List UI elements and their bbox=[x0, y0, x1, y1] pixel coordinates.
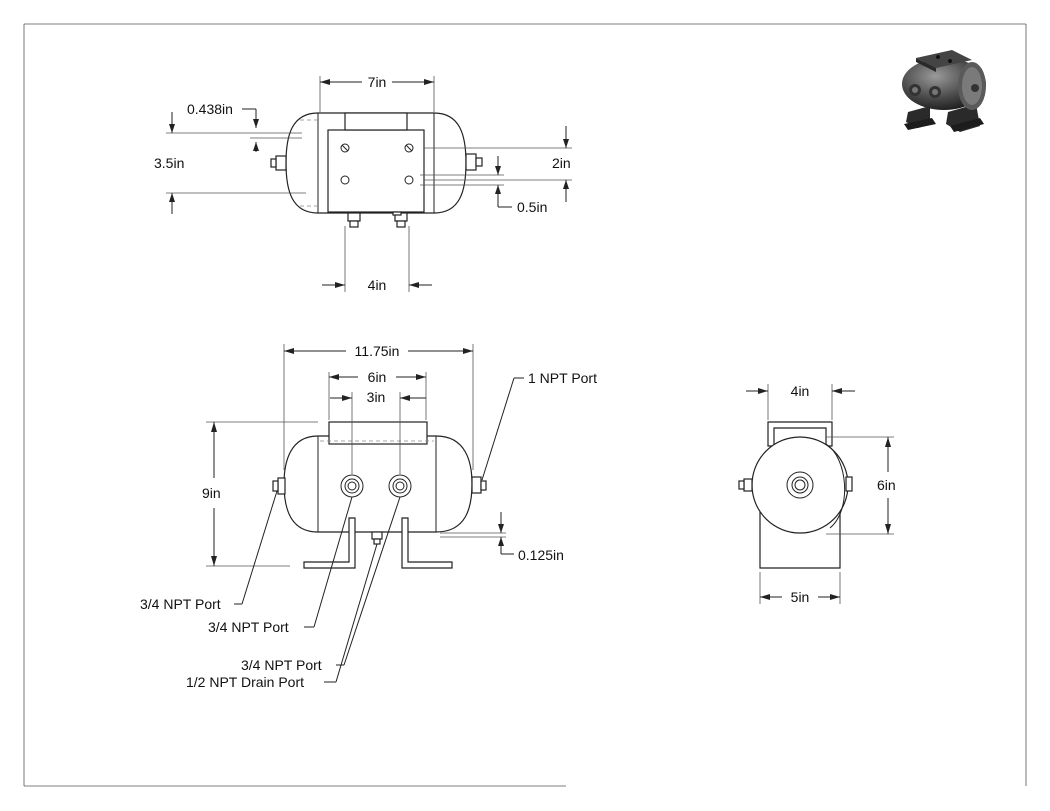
dim-top-hole-offset: 0.5in bbox=[517, 199, 547, 215]
dim-top-port-spacing: 4in bbox=[368, 277, 387, 293]
front-view: 11.75in 6in 3in 9in 0.125in bbox=[140, 343, 597, 690]
dim-front-port-spacing: 3in bbox=[367, 389, 386, 405]
top-view: 7in 0.438in 3.5in 2in 0.5in bbox=[154, 74, 572, 293]
top-view-mount-plate bbox=[327, 129, 425, 213]
dim-top-wall: 0.438in bbox=[187, 101, 233, 117]
dim-top-length: 7in bbox=[368, 74, 387, 90]
side-view-center-port bbox=[786, 471, 814, 499]
dim-side-height: 6in bbox=[877, 477, 896, 493]
dim-front-overall-length: 11.75in bbox=[355, 343, 400, 359]
front-view-tank-outline bbox=[283, 435, 473, 533]
callout-outlet-port: 1 NPT Port bbox=[528, 370, 597, 386]
sheet-border bbox=[23, 23, 1027, 787]
dim-front-bracket-spacing: 6in bbox=[368, 369, 387, 385]
dim-front-clearance: 0.125in bbox=[518, 547, 564, 563]
callout-end-port: 3/4 NPT Port bbox=[140, 596, 221, 612]
front-left-bracket bbox=[303, 517, 356, 569]
front-view-mount-saddle bbox=[328, 421, 428, 445]
callout-side-port-left: 3/4 NPT Port bbox=[208, 619, 289, 635]
dim-top-hole-spacing: 2in bbox=[552, 155, 571, 171]
dim-top-diameter: 3.5in bbox=[154, 155, 184, 171]
dim-side-bracket-width: 4in bbox=[791, 383, 810, 399]
isometric-preview bbox=[902, 50, 986, 132]
side-view: 4in 6in 5in bbox=[738, 383, 896, 605]
front-right-bracket bbox=[401, 517, 453, 569]
callout-drain-port: 1/2 NPT Drain Port bbox=[186, 674, 304, 690]
dim-side-base-width: 5in bbox=[791, 589, 810, 605]
callout-side-port-right: 3/4 NPT Port bbox=[241, 657, 322, 673]
dim-front-height: 9in bbox=[202, 485, 221, 501]
